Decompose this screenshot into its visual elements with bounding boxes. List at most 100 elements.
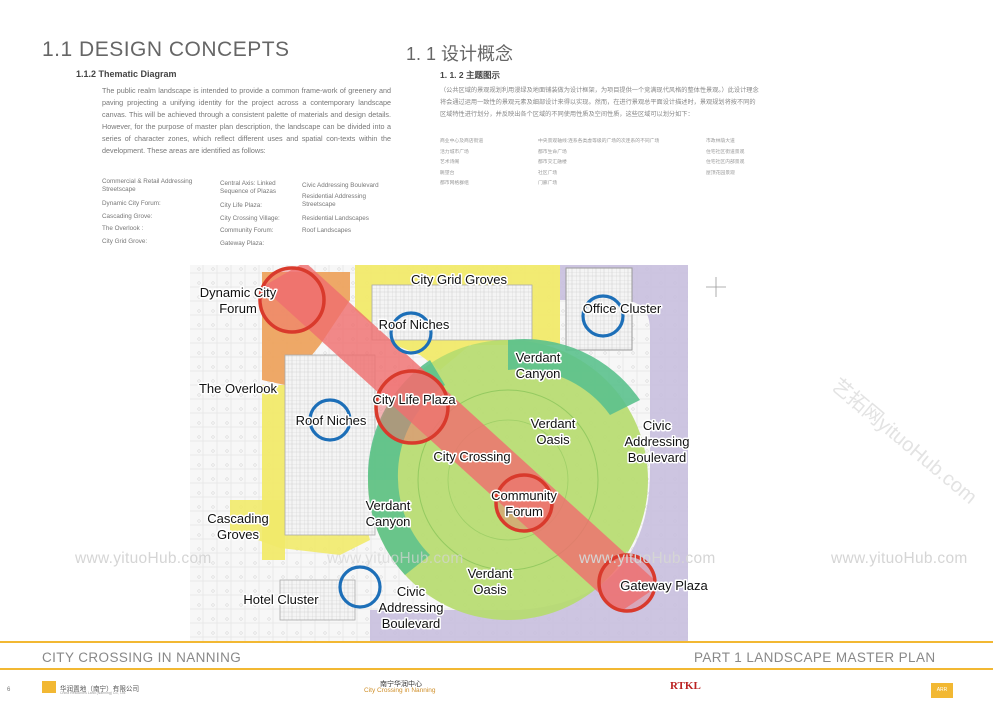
label-city-crossing: City Crossing [433, 449, 510, 464]
zone-list-cn-col1: 商业中心及商店街道 活力城市广场 艺术诗阁 眺望台 都市网格群组 [440, 137, 483, 190]
roof-niches-ring-mid [308, 398, 352, 442]
oasis-inner-ring [417, 389, 599, 571]
zone-item: Civic Addressing Boulevard [302, 182, 379, 189]
label-cascading-groves-2: Groves [217, 527, 259, 542]
central-axis [262, 265, 660, 612]
footer-rule-top [0, 641, 993, 643]
label-roof-niches-top: Roof Niches [379, 317, 450, 332]
label-verdant-oasis-bottom-2: Oasis [473, 582, 507, 597]
zone-item: 社区广场 [538, 170, 558, 176]
zone-item: Cascading Grove: [102, 212, 153, 220]
zone-item: 住宅社区街道景观 [706, 149, 745, 155]
zone-item: Residential Landscapes [302, 214, 369, 222]
zone-item: Roof Landscapes [302, 227, 352, 235]
rtkl-logo: RTKL [670, 680, 701, 692]
watermark-text: www.yituoHub.com [579, 550, 716, 567]
zone-item: 眺望台 [440, 170, 455, 176]
project-name-en: City Crossing in Nanning [364, 687, 436, 694]
label-the-overlook: The Overlook [199, 381, 278, 396]
intro-paragraph-cn: （公共区域的景观规划利用漫绿及地面铺装做为设计框架，为项目提供一个竞满现代风格的… [440, 87, 759, 119]
zone-item: 都市网格群组 [440, 181, 469, 186]
hotel-cluster-ring [338, 565, 382, 609]
dynamic-city-forum-ring [258, 266, 326, 334]
zone-item: Residential Addressing Streetscape [302, 192, 367, 208]
label-verdant-oasis-mid-1: Verdant [531, 416, 576, 431]
zone-list-cn-col3: 市政林荫大道 住宅社区街道景观 住宅社区内部景观 屋顶花园景观 [706, 137, 744, 179]
watermark-text: www.yituoHub.com [831, 550, 968, 567]
building-footprint [371, 284, 533, 341]
company-logo-icon [42, 681, 56, 693]
label-civic-boulevard-bottom-3: Boulevard [382, 616, 441, 631]
civic-boulevard-zone [370, 265, 688, 641]
project-name-cn: 南宁华润中心 [380, 681, 422, 688]
label-city-life-plaza: City Life Plaza [372, 392, 456, 407]
zone-item: 商业中心及商店街道 [440, 139, 484, 144]
footer-rule-bottom [0, 668, 993, 670]
watermark-text: www.yituoHub.com [327, 550, 464, 567]
label-verdant-canyon-top-1: Verdant [516, 350, 561, 365]
page-title-cn: 1. 1 设计概念 [406, 44, 514, 64]
building-footprint [284, 354, 376, 536]
intro-paragraph-en: The public realm landscape is intended t… [102, 86, 391, 155]
verdant-canyon-ring [508, 339, 640, 415]
zone-item: City Grid Grove: [102, 238, 148, 246]
company-name-en: China Resources Land (Nanning) Co., Ltd. [60, 691, 127, 695]
zone-item: Central Axis: Linked Sequence of Plazas [220, 180, 277, 195]
page-title-en: 1.1 DESIGN CONCEPTS [42, 38, 290, 61]
office-cluster-ring [581, 294, 625, 338]
label-civic-boulevard-right-3: Boulevard [628, 450, 687, 465]
label-verdant-canyon-bottom-1: Verdant [366, 498, 411, 513]
section-subtitle-cn: 1. 1. 2 主题图示 [440, 70, 500, 80]
label-civic-boulevard-bottom-2: Addressing [378, 600, 443, 615]
zone-item: 屋顶花园景观 [706, 170, 735, 176]
zone-item: 门廊广场 [538, 181, 558, 186]
label-gateway-plaza: Gateway Plaza [620, 578, 708, 593]
label-civic-boulevard-right-1: Civic [643, 418, 672, 433]
crosshair-mark [706, 277, 726, 297]
zone-item: 都市生命广场 [538, 149, 567, 155]
footer-project-name: CITY CROSSING IN NANNING [42, 650, 242, 665]
zone-item: 艺术诗阁 [440, 160, 460, 165]
zone-item: City Life Plaza: [220, 202, 262, 209]
label-verdant-oasis-mid-2: Oasis [536, 432, 570, 447]
zone-item: 中央景观轴线:连系各类虚等级的广场的次连系的不同广场 [538, 139, 660, 144]
zone-list-en-col1: Commercial & Retail Addressing Streetsca… [102, 178, 214, 249]
zone-item: Dynamic City Forum: [102, 200, 161, 207]
zone-item: 活力城市广场 [440, 149, 469, 155]
zone-list-cn-col2: 中央景观轴线:连系各类虚等级的广场的次连系的不同广场 都市生命广场 都市交汇融楼… [538, 137, 659, 190]
zone-item: The Overlook : [102, 225, 144, 233]
label-hotel-cluster: Hotel Cluster [243, 592, 319, 607]
zone-list-en-col3: Civic Addressing Boulevard Residential A… [302, 180, 394, 238]
label-dynamic-city-forum-1: Dynamic City [200, 285, 277, 300]
label-community-forum-1: Community [491, 488, 557, 503]
footer-section-name: PART 1 LANDSCAPE MASTER PLAN [694, 650, 936, 665]
page-number: 6 [7, 687, 11, 693]
label-civic-boulevard-bottom-1: Civic [397, 584, 426, 599]
zone-item: 都市交汇融楼 [538, 160, 567, 165]
zone-list-en-col2: Central Axis: Linked Sequence of Plazas … [220, 180, 295, 251]
zone-item: Gateway Plaza: [220, 240, 265, 248]
roof-niches-ring-top [389, 311, 433, 355]
zone-item: Community Forum: [220, 227, 274, 235]
verdant-canyon-ring [367, 480, 430, 575]
section-subtitle-en: 1.1.2 Thematic Diagram [76, 69, 177, 79]
gateway-plaza-ring [597, 553, 657, 613]
label-city-grid-groves: City Grid Groves [411, 272, 508, 287]
corner-logo-icon: ARR [931, 683, 953, 698]
label-office-cluster: Office Cluster [583, 301, 662, 316]
community-forum-ring [494, 473, 554, 533]
zone-item: City Crossing Village: [220, 214, 280, 222]
label-dynamic-city-forum-2: Forum [219, 301, 257, 316]
hotel-building-footprint [279, 579, 356, 621]
label-verdant-canyon-top-2: Canyon [516, 366, 561, 381]
label-civic-boulevard-right-2: Addressing [624, 434, 689, 449]
label-community-forum-2: Forum [505, 504, 543, 519]
oasis-inner-ring [447, 419, 569, 541]
watermark-text: www.yituoHub.com [75, 550, 212, 567]
label-verdant-canyon-bottom-2: Canyon [366, 514, 411, 529]
zone-item: 市政林荫大道 [706, 139, 735, 144]
label-verdant-oasis-bottom-1: Verdant [468, 566, 513, 581]
city-life-plaza-ring [374, 369, 450, 445]
label-roof-niches-mid: Roof Niches [296, 413, 367, 428]
